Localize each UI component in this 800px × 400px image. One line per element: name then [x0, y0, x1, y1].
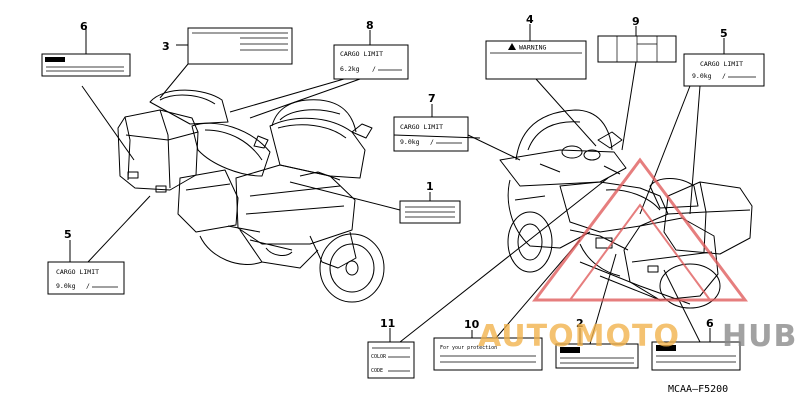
label-8-cargo-weight: 6.2kg — [340, 65, 360, 73]
label-5-right-cargo-title: CARGO LIMIT — [700, 60, 743, 68]
label-8-cargo-title: CARGO LIMIT — [340, 50, 383, 58]
label-10-protection: For your protection — [433, 337, 543, 371]
label-7-cargo-weight: 9.0kg — [400, 138, 420, 146]
label-5-right-cargo-weight: 9.0kg — [692, 72, 712, 80]
label-2-notice-text: NOTICE — [561, 348, 579, 354]
label-4-warning-text: WARNING — [519, 44, 546, 52]
label-5-cargo-limit-left: CARGO LIMIT 9.0kg / — [47, 261, 125, 295]
watermark-text-orange: AUTOMOTO — [478, 319, 680, 354]
label-2-notice: NOTICE — [555, 343, 639, 369]
label-4-warning: WARNING — [485, 40, 587, 80]
motorcycle-right-illustration — [499, 109, 753, 309]
label-6-right-notice-text: NOTICE — [657, 346, 675, 352]
callout-5-right: 5 — [720, 27, 728, 40]
label-7-cargo-limit: CARGO LIMIT 9.0kg / — [393, 116, 469, 152]
callout-6-right: 6 — [706, 317, 714, 330]
callout-9: 9 — [632, 15, 640, 28]
label-5-left-cargo-weight: 9.0kg — [56, 282, 76, 290]
callout-5-left: 5 — [64, 228, 72, 241]
label-11-color-text: COLOR — [371, 354, 387, 360]
label-8-cargo-limit: CARGO LIMIT 6.2kg / — [333, 44, 409, 80]
leader-lines — [69, 24, 725, 345]
label-9 — [597, 35, 677, 63]
svg-text:/: / — [86, 282, 90, 290]
svg-text:/: / — [722, 72, 726, 80]
diagram-code: MCAA–F5200 — [668, 384, 728, 395]
label-6-notice-right: NOTICE — [651, 341, 741, 371]
label-6-notice-text: NOTICE — [46, 58, 64, 64]
label-5-left-cargo-title: CARGO LIMIT — [56, 268, 99, 276]
callout-6-left: 6 — [80, 20, 88, 33]
callout-10: 10 — [464, 318, 480, 331]
motorcycle-left-illustration — [117, 89, 385, 303]
watermark-triangle — [532, 157, 748, 302]
label-3 — [187, 27, 293, 65]
callout-8: 8 — [366, 19, 374, 32]
label-7-cargo-title: CARGO LIMIT — [400, 123, 443, 131]
svg-text:/: / — [372, 65, 376, 73]
callout-7: 7 — [428, 92, 436, 105]
callout-3: 3 — [162, 40, 170, 53]
watermark-logo: AUTOMOTO HUB — [478, 157, 797, 354]
label-6-notice-left: NOTICE — [41, 53, 131, 77]
svg-text:/: / — [430, 138, 434, 146]
callout-11: 11 — [380, 317, 395, 330]
callout-1: 1 — [426, 180, 434, 193]
label-5-cargo-limit-right: CARGO LIMIT 9.0kg / — [683, 53, 765, 87]
label-10-protection-text: For your protection — [440, 345, 497, 351]
callout-2: 2 — [576, 317, 584, 330]
callout-4: 4 — [526, 13, 534, 26]
watermark-text-gray: HUB — [722, 319, 797, 354]
label-1 — [399, 200, 461, 224]
label-11-color-code: COLOR CODE — [367, 341, 415, 379]
label-11-code-text: CODE — [371, 368, 383, 374]
